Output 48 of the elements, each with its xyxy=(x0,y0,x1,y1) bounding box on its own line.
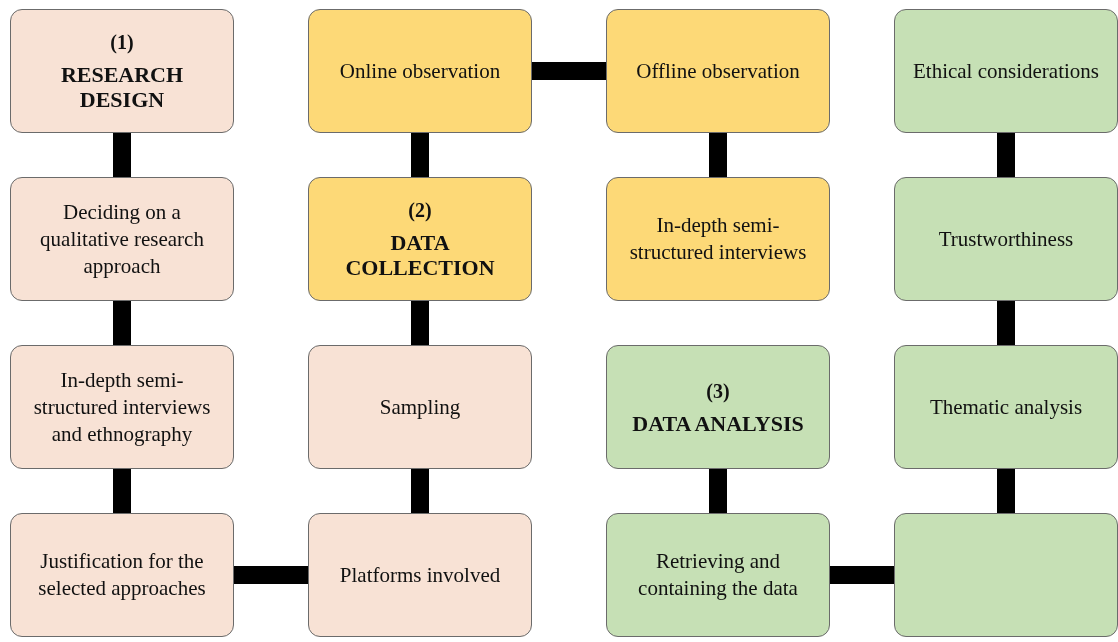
step-box xyxy=(894,9,1118,133)
heading-box xyxy=(606,345,830,469)
step-box xyxy=(10,345,234,469)
step-label: Platforms involved xyxy=(339,561,501,589)
step-box xyxy=(10,177,234,301)
step-box xyxy=(308,513,532,637)
step-box xyxy=(894,513,1118,637)
connector-bar xyxy=(113,301,131,345)
step-box xyxy=(606,513,830,637)
connector-bar xyxy=(411,133,429,177)
connector-bar xyxy=(532,62,606,80)
connector-bar xyxy=(709,133,727,177)
step-number: (1) xyxy=(110,30,134,54)
connector-bar xyxy=(411,469,429,513)
step-box xyxy=(10,513,234,637)
step-label: Thematic analysis xyxy=(929,393,1083,421)
connector-bar xyxy=(997,301,1015,345)
connector-bar xyxy=(411,301,429,345)
step-label: Offline observation xyxy=(636,57,800,85)
connector-bar xyxy=(830,566,894,584)
step-label: In-depth semi-structured interviews xyxy=(628,212,808,266)
step-label: In-depth semi-structured interviews and ethnography xyxy=(32,366,212,448)
heading-box xyxy=(10,9,234,133)
step-box xyxy=(308,9,532,133)
connector-bar xyxy=(997,469,1015,513)
step-label: Trustworthiness xyxy=(938,225,1074,253)
connector-bar xyxy=(709,469,727,513)
step-label: Sampling xyxy=(379,393,461,421)
step-box xyxy=(606,177,830,301)
step-number: (2) xyxy=(408,198,432,222)
connector-bar xyxy=(113,133,131,177)
step-label: Online observation xyxy=(339,57,501,85)
step-number: (3) xyxy=(706,378,730,403)
step-box xyxy=(606,9,830,133)
step-label: Retrieving and containing the data xyxy=(637,548,799,602)
step-label: Justification for the selected approaches xyxy=(37,548,207,602)
section-title: RESEARCH DESIGN xyxy=(59,62,185,112)
step-label: Ethical considerations xyxy=(913,57,1099,85)
section-title: DATA COLLECTION xyxy=(344,230,496,280)
step-label: Deciding on a qualitative research approach xyxy=(39,198,205,280)
connector-bar xyxy=(234,566,308,584)
connector-bar xyxy=(997,133,1015,177)
step-box xyxy=(894,345,1118,469)
step-box xyxy=(308,345,532,469)
connector-bar xyxy=(113,469,131,513)
step-box xyxy=(894,177,1118,301)
heading-box xyxy=(308,177,532,301)
section-title: DATA ANALYSIS xyxy=(632,410,804,436)
